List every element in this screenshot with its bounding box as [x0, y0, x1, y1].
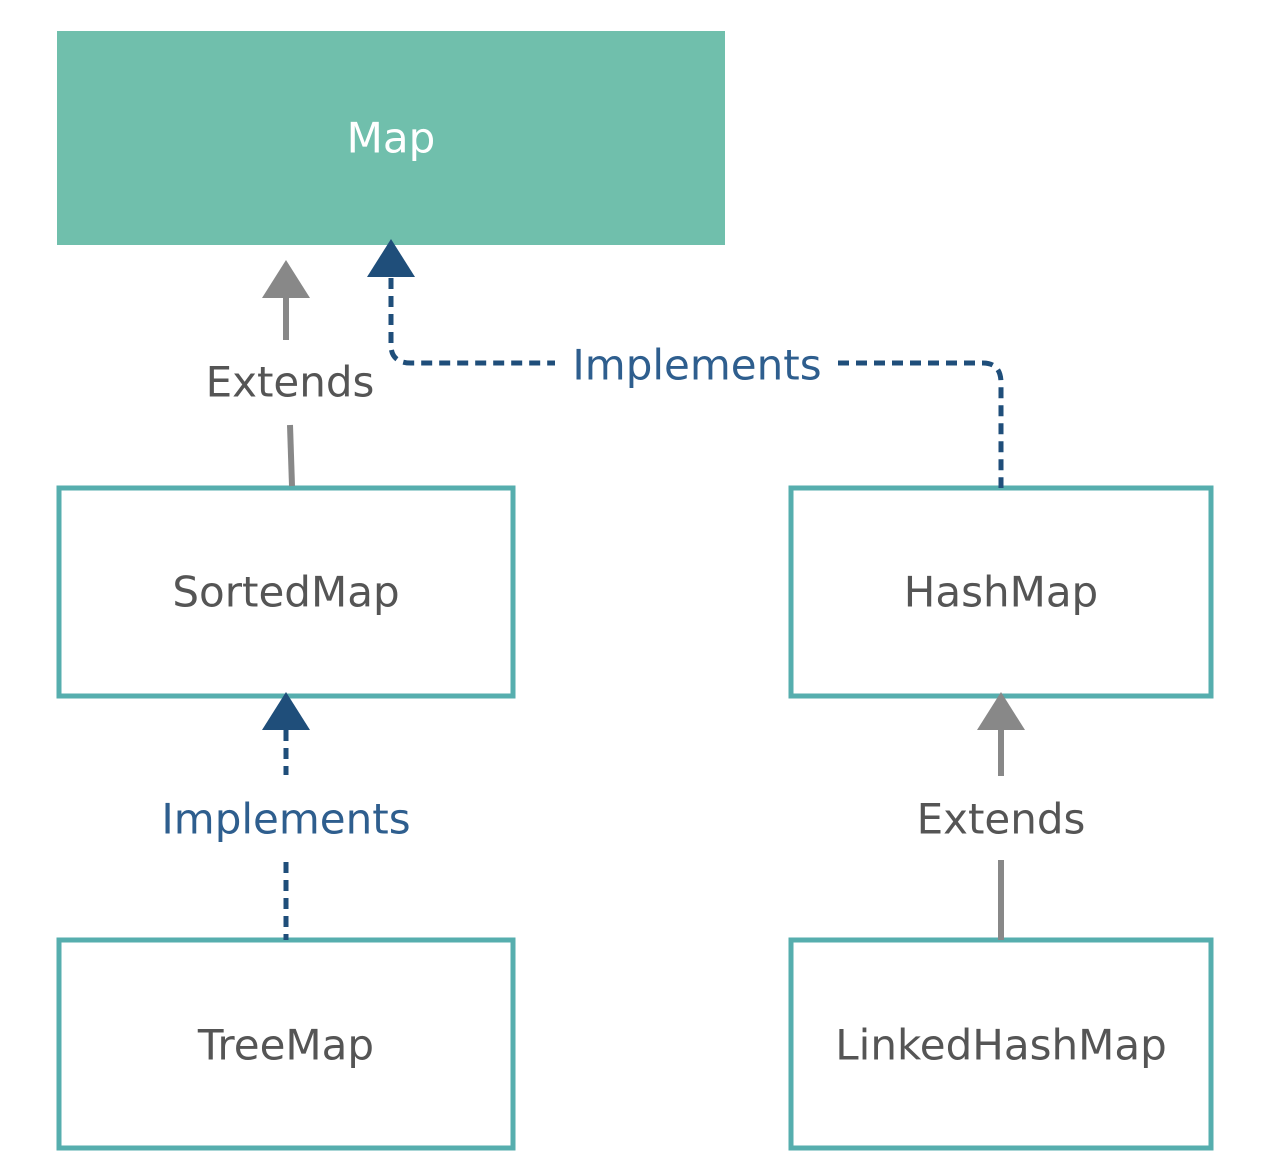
arrowhead-up-icon: [977, 692, 1025, 730]
arrowhead-up-icon: [367, 239, 415, 277]
edge-hashmap-implements-map: Implements: [367, 239, 1004, 488]
edge-sortedmap-extends-map: Extends: [206, 260, 375, 487]
edge-sortedmap-extends-label: Extends: [206, 358, 375, 407]
node-linkedhashmap-label: LinkedHashMap: [835, 1021, 1166, 1070]
node-treemap-box: [56, 937, 516, 1151]
edge-linkedhashmap-extends-label: Extends: [917, 795, 1086, 844]
node-linkedhashmap-box: [788, 937, 1214, 1151]
node-sortedmap-box: [56, 485, 516, 699]
edge-hashmap-implements-path-right: [838, 360, 1004, 488]
node-sortedmap: SortedMap: [56, 485, 516, 699]
node-treemap-label: TreeMap: [197, 1021, 374, 1070]
node-linkedhashmap: LinkedHashMap: [788, 937, 1214, 1151]
edge-treemap-implements-label: Implements: [161, 795, 410, 844]
edge-hashmap-implements-label: Implements: [572, 341, 821, 390]
node-hashmap: HashMap: [788, 485, 1214, 699]
node-treemap: TreeMap: [56, 937, 516, 1151]
node-map-box: [57, 31, 725, 245]
arrowhead-up-icon: [262, 692, 310, 730]
node-map-label: Map: [347, 114, 436, 163]
node-hashmap-label: HashMap: [904, 568, 1098, 617]
edge-linkedhashmap-extends-hashmap: Extends: [917, 692, 1086, 940]
edge-hashmap-implements-path-left: [388, 278, 555, 366]
arrowhead-up-icon: [262, 260, 310, 298]
edge-sortedmap-extends-line-lower: [287, 424, 295, 487]
node-sortedmap-label: SortedMap: [172, 568, 399, 617]
edge-treemap-implements-sortedmap: Implements: [161, 692, 411, 940]
node-map: Map: [57, 31, 725, 245]
